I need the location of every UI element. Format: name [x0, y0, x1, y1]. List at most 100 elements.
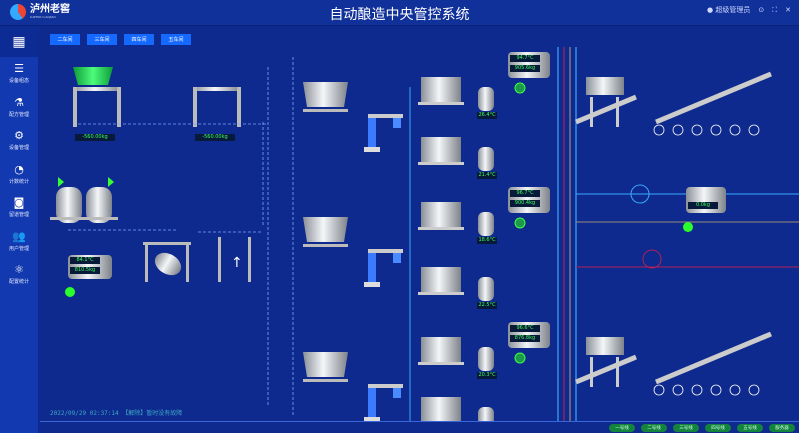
sidebar-item-label: 留道管理 [8, 212, 29, 219]
crusher-frame [143, 242, 191, 245]
line-button-5[interactable]: 服务器 [769, 424, 795, 432]
steamer-rim [418, 102, 464, 105]
gears-icon: ⚙ [14, 129, 24, 143]
sidebar-item-3[interactable]: ◔ 计数统计 [0, 158, 38, 192]
receive-weight-readout: 905.6kg [510, 65, 540, 72]
bin [586, 337, 624, 355]
conveyor-belt [575, 94, 637, 125]
fan-icon [710, 384, 722, 396]
steamer-pot [421, 267, 461, 292]
line-button-3[interactable]: 四号线 [705, 424, 731, 432]
condenser-temp-readout: 21.4°C [477, 172, 497, 179]
storage-weight-readout: 810.5kg [70, 267, 100, 274]
sidebar-item-6[interactable]: ⚛配置统计 [0, 258, 38, 292]
robot-base [364, 147, 380, 152]
apps-grid-button[interactable]: ▦ [0, 27, 38, 57]
condenser [478, 407, 494, 422]
receive-temp-readout: 94.7°C [510, 55, 540, 62]
pie-icon: ◔ [14, 162, 24, 176]
fan-icon [710, 124, 722, 136]
fan-icon [653, 124, 665, 136]
receive-temp-readout: 96.7°C [510, 190, 540, 197]
crusher-leg [186, 242, 189, 282]
condenser-temp-readout: 26.4°C [477, 112, 497, 119]
condenser [478, 87, 494, 111]
sidebar-item-4[interactable]: ◙ 留道管理 [0, 191, 38, 225]
workshop-tab-1[interactable]: 三车间 [87, 34, 117, 45]
hopper-leg [73, 87, 77, 127]
flask-icon: ⚗ [14, 95, 24, 109]
steamer-rim [418, 162, 464, 165]
steamer-pot [421, 137, 461, 162]
mixer-base [303, 244, 348, 247]
sidebar-item-1[interactable]: ⚗ 配方管理 [0, 91, 38, 125]
workshop-tab-2[interactable]: 四车间 [124, 34, 154, 45]
robot-boom [368, 384, 403, 388]
sidebar-item-label: 计数统计 [8, 178, 29, 185]
hopper-leg [237, 87, 241, 127]
robot-arm [368, 252, 376, 282]
receive-weight-readout: 905.6kg [510, 65, 540, 72]
fan-icon [672, 384, 684, 396]
hopper-weight-readout: -560.00kg [75, 134, 115, 141]
robot-arm [368, 117, 376, 147]
condenser [478, 147, 494, 171]
sidebar: ▦ ☰设备组态 ⚗ 配方管理 ⚙ 设备管理 ◔ 计数统计 ◙ 留道管理 👥用户管理⚛配置统计 [0, 27, 38, 433]
pump-icon [683, 222, 693, 232]
storage-weight-readout: 810.5kg [70, 267, 100, 274]
crusher-drum [154, 252, 182, 276]
condenser-temp-readout: 20.3°C [477, 372, 497, 379]
steamer-pot [421, 397, 461, 422]
hopper-weight-readout: -560.00kg [195, 134, 235, 141]
sidebar-item-label: 设备管理 [8, 145, 29, 152]
hopper-frame [73, 87, 121, 91]
fullscreen-icon[interactable]: ⛶ [772, 5, 778, 14]
final-tank-weight-readout: 0.0kg [688, 202, 718, 209]
line-button-0[interactable]: 一号线 [609, 424, 635, 432]
workshop-tabs: 二车间三车间四车间五车间 [50, 34, 191, 45]
receive-temp-readout: 96.7°C [510, 190, 540, 197]
elevator-rail [248, 237, 251, 282]
user-menu[interactable]: ● 超级管理员 [707, 5, 750, 15]
user-name: 超级管理员 [715, 6, 751, 14]
steamer-rim [418, 362, 464, 365]
receive-temp-readout: 96.6°C [510, 325, 540, 332]
settings-icon[interactable]: ⊙ [758, 6, 765, 14]
condenser [478, 347, 494, 371]
line-button-4[interactable]: 五号线 [737, 424, 763, 432]
conveyor-belt [575, 354, 637, 385]
top-bar: 泸州老窖 LUZHOU LAOJIAO 自动酿造中央管控系统 ● 超级管理员 ⊙… [0, 0, 799, 26]
robot-arm [368, 387, 376, 417]
pump-icon [514, 82, 526, 94]
mixer-bowl [303, 352, 348, 377]
sidebar-item-label: 配方管理 [8, 111, 29, 118]
line-button-2[interactable]: 三号线 [673, 424, 699, 432]
steamer-pot [421, 202, 461, 227]
page-title: 自动酿造中央管控系统 [329, 7, 470, 23]
logo-text: 泸州老窖 [30, 4, 70, 15]
condenser-temp-readout: 21.4°C [477, 172, 497, 179]
final-tank-weight-readout: 0.0kg [688, 202, 718, 209]
robot-base [364, 282, 380, 287]
sidebar-item-2[interactable]: ⚙ 设备管理 [0, 124, 38, 158]
close-icon[interactable]: ✕ [785, 6, 791, 14]
status-message: 2022/09/29 02:37:14 【解除】暂时没有故障 [50, 410, 183, 417]
robot-base [364, 417, 380, 422]
logo-mark-icon [10, 4, 26, 20]
storage-temp-readout: 84.1°C [70, 257, 100, 264]
steamer-pot [421, 337, 461, 362]
receive-weight-readout: 900.4kg [510, 200, 540, 207]
workshop-tab-0[interactable]: 二车间 [50, 34, 80, 45]
hopper-weight-readout: -560.00kg [75, 134, 115, 141]
monitor-icon: ◙ [13, 196, 25, 210]
condenser [478, 212, 494, 236]
atom-icon: ⚛ [14, 263, 24, 277]
sidebar-item-5[interactable]: 👥用户管理 [0, 225, 38, 259]
workshop-tab-3[interactable]: 五车间 [161, 34, 191, 45]
mixer-base [303, 379, 348, 382]
mixer-bowl [303, 217, 348, 242]
sidebar-item-0[interactable]: ☰设备组态 [0, 57, 38, 91]
hopper-frame [193, 87, 241, 91]
condenser-temp-readout: 22.5°C [477, 302, 497, 309]
line-button-1[interactable]: 二号线 [641, 424, 667, 432]
